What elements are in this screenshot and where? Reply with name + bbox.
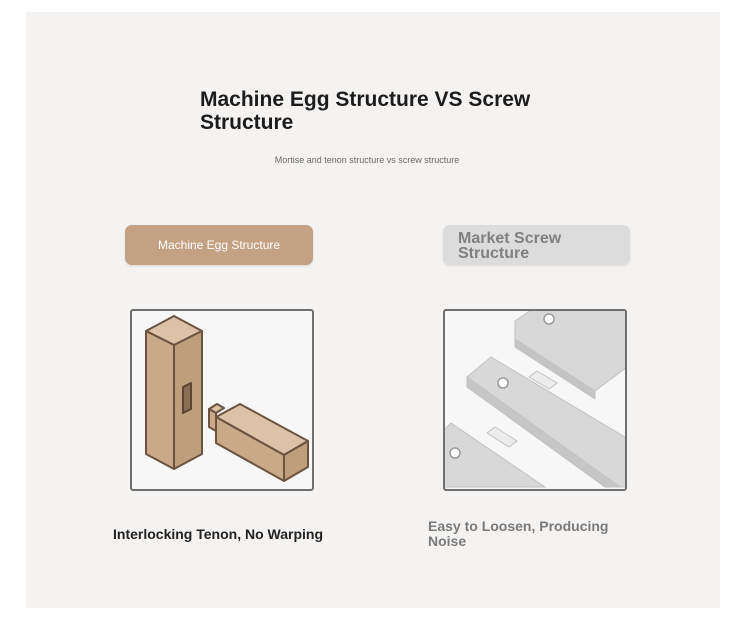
post-front-face [145,330,175,470]
screwed-slats-icon [445,311,625,488]
tenon-front-face [208,408,217,432]
screw-head-1 [543,313,555,325]
screw-head-2 [497,377,509,389]
market-screw-structure-badge: Market Screw Structure [443,225,630,265]
slat-top-edge [514,338,596,400]
connector-lower [486,426,518,448]
mortise-hole [182,382,192,414]
machine-egg-structure-badge: Machine Egg Structure [125,225,313,265]
interlocking-tenon-caption: Interlocking Tenon, No Warping [113,526,323,542]
slat-bottom [445,422,547,488]
page-title: Machine Egg Structure VS Screw Structure [200,88,531,134]
mortise-tenon-joint-icon [145,315,309,482]
screw-head-3 [449,447,461,459]
easy-to-loosen-caption: Easy to Loosen, Producing Noise [428,518,609,549]
mortise-tenon-illustration [130,309,314,491]
machine-egg-structure-label: Machine Egg Structure [157,238,281,252]
market-screw-structure-label: Market Screw Structure [458,230,562,262]
page-subtitle: Mortise and tenon structure vs screw str… [274,155,460,165]
connector-upper [528,370,558,390]
slat-middle-edge [466,376,622,488]
screw-structure-illustration [443,309,627,491]
beam-end-face [283,440,309,482]
